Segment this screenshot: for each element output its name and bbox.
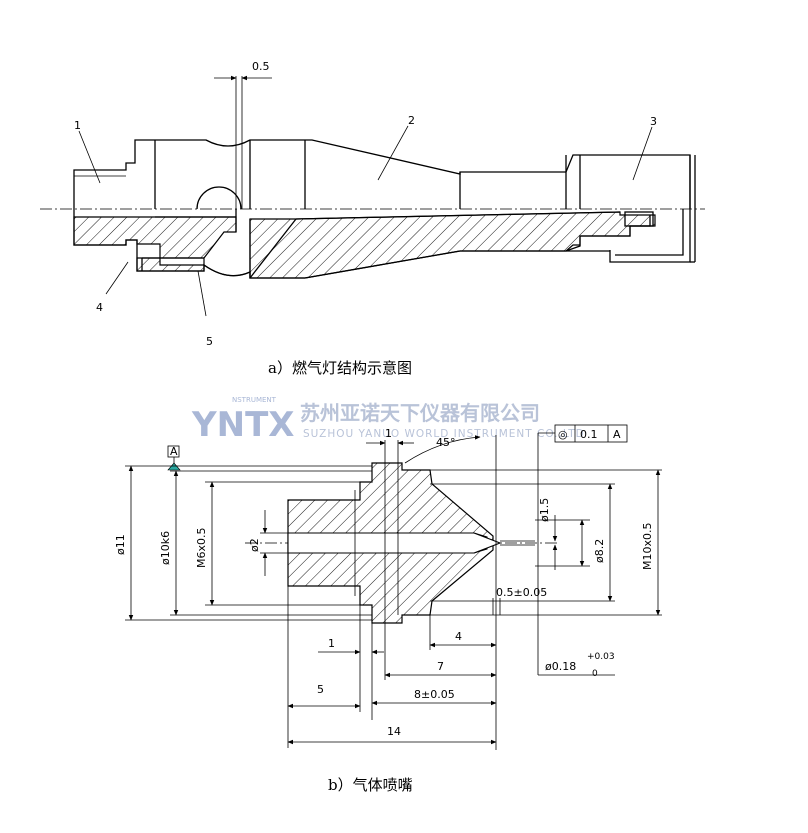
watermark: YNTX NSTRUMENT 苏州亚诺天下仪器有限公司 SUZHOU YANUO… — [191, 396, 585, 445]
part-label-2: 2 — [408, 114, 415, 127]
caption-b: b）气体喷嘴 — [328, 776, 413, 794]
watermark-logo: YNTX — [191, 405, 294, 445]
dim-d2: ø2 — [248, 538, 261, 552]
tol-datum: A — [613, 428, 621, 441]
dim-d10k6: ø10k6 — [159, 531, 172, 565]
part-label-4: 4 — [96, 301, 103, 314]
dim-m10: M10x0.5 — [641, 523, 654, 571]
dim-m6: M6x0.5 — [195, 528, 208, 569]
dim-d1-5: ø1.5 — [538, 498, 551, 522]
datum-label: A — [170, 445, 178, 458]
dim-4: 4 — [455, 630, 462, 643]
dim-top-1: 1 — [385, 427, 392, 440]
part-label-1: 1 — [74, 119, 81, 132]
watermark-company-en: SUZHOU YANUO WORLD INSTRUMENT CO.,LTD — [303, 428, 585, 440]
figure-b-nozzle: A ø11 ø10k6 M6x0.5 ø2 M10x — [114, 424, 662, 794]
dim-5: 5 — [317, 683, 324, 696]
dim-angle: 45° — [436, 436, 456, 449]
watermark-logo-small: NSTRUMENT — [232, 396, 277, 404]
dim-8: 8±0.05 — [414, 688, 455, 701]
dim-0-5: 0.5 — [252, 60, 270, 73]
dim-14: 14 — [387, 725, 401, 738]
dim-d8-2: ø8.2 — [593, 539, 606, 563]
dim-tip: 0.5±0.05 — [496, 586, 547, 599]
part-label-5: 5 — [206, 335, 213, 348]
watermark-company-cn: 苏州亚诺天下仪器有限公司 — [300, 401, 540, 425]
dim-1: 1 — [328, 637, 335, 650]
tol-symbol: ◎ — [558, 428, 568, 441]
dim-orifice-tol-up: +0.03 — [587, 652, 615, 662]
burner-upper-outline — [73, 139, 691, 209]
dim-orifice: ø0.18 — [545, 660, 576, 673]
dim-d11: ø11 — [114, 534, 127, 555]
figure-a-burner: 0.5 1 2 3 4 5 a）燃气灯结构示意图 — [40, 60, 705, 377]
part-label-3: 3 — [650, 115, 657, 128]
dim-7: 7 — [437, 660, 444, 673]
dim-orifice-tol-low: 0 — [592, 669, 598, 679]
caption-a: a）燃气灯结构示意图 — [268, 359, 412, 377]
tol-value: 0.1 — [580, 428, 598, 441]
